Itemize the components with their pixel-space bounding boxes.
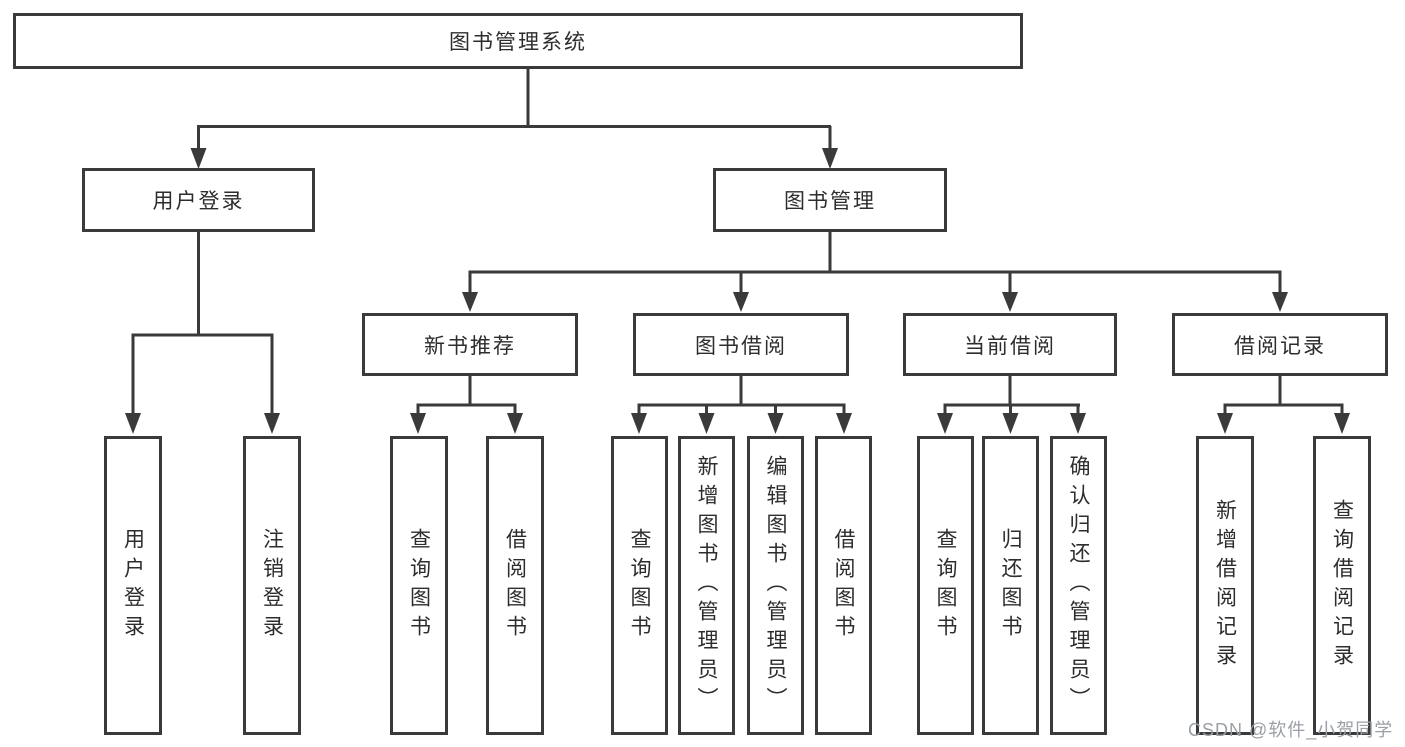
leaf-records-add: 新增借阅记录 <box>1196 436 1254 735</box>
node-label: 用户登录 <box>121 527 145 644</box>
node-label: 图书借阅 <box>695 334 787 358</box>
arrowhead <box>462 292 478 312</box>
node-current-borrow: 当前借阅 <box>903 313 1117 376</box>
arrowhead <box>1217 413 1233 434</box>
arrowhead <box>836 413 852 434</box>
node-label: 当前借阅 <box>964 334 1056 358</box>
arrowhead <box>631 413 647 434</box>
leaf-user-login: 用户登录 <box>104 436 162 735</box>
node-root-library-system: 图书管理系统 <box>13 13 1023 69</box>
node-user-login: 用户登录 <box>82 168 315 232</box>
arrowhead <box>937 413 953 434</box>
arrowhead <box>410 413 426 434</box>
node-label: 图书管理 <box>784 190 876 213</box>
leaf-borrow-borrow: 借阅图书 <box>815 436 872 735</box>
leaf-newbook-borrow: 借阅图书 <box>486 436 544 735</box>
node-label: 新增图书（管理员） <box>695 455 718 716</box>
arrowhead <box>1070 413 1086 434</box>
arrowhead <box>767 413 784 434</box>
node-label: 确认归还（管理员） <box>1067 455 1090 716</box>
arrowhead <box>507 413 523 434</box>
node-label: 归还图书 <box>999 527 1022 644</box>
arrowhead <box>190 148 207 169</box>
leaf-current-confirm-admin: 确认归还（管理员） <box>1050 436 1107 735</box>
leaf-newbook-query: 查询图书 <box>390 436 448 735</box>
leaf-current-return: 归还图书 <box>982 436 1039 735</box>
arrowhead <box>822 148 838 169</box>
node-book-management: 图书管理 <box>713 168 947 232</box>
node-new-book-recommend: 新书推荐 <box>362 313 578 376</box>
node-label: 编辑图书（管理员） <box>764 455 787 716</box>
node-label: 借阅图书 <box>503 527 527 644</box>
node-label: 查询图书 <box>934 527 957 644</box>
leaf-borrow-query: 查询图书 <box>611 436 668 735</box>
arrowhead <box>733 292 749 312</box>
node-label: 新增借阅记录 <box>1213 498 1237 673</box>
arrowhead <box>1334 413 1350 434</box>
leaf-logout: 注销登录 <box>243 436 301 735</box>
node-label: 查询借阅记录 <box>1330 498 1354 673</box>
leaf-borrow-add-admin: 新增图书（管理员） <box>678 436 735 735</box>
node-label: 新书推荐 <box>424 334 516 358</box>
leaf-records-query: 查询借阅记录 <box>1313 436 1371 735</box>
arrowhead <box>1002 413 1019 434</box>
node-label: 查询图书 <box>628 527 651 644</box>
arrowhead <box>1272 292 1288 312</box>
leaf-borrow-edit-admin: 编辑图书（管理员） <box>747 436 804 735</box>
csdn-watermark: CSDN @软件_小贺同学 <box>1188 720 1394 740</box>
arrowhead <box>264 413 280 434</box>
leaf-current-query: 查询图书 <box>917 436 974 735</box>
node-borrow-records: 借阅记录 <box>1172 313 1388 376</box>
node-book-borrow: 图书借阅 <box>633 313 849 376</box>
node-label: 查询图书 <box>407 527 431 644</box>
node-label: 注销登录 <box>260 527 284 644</box>
arrowhead <box>125 413 141 434</box>
node-label: 借阅图书 <box>832 527 855 644</box>
node-label: 借阅记录 <box>1234 334 1326 358</box>
arrowhead <box>1002 292 1018 312</box>
node-label: 用户登录 <box>152 190 245 213</box>
arrowhead <box>698 413 715 434</box>
node-label: 图书管理系统 <box>449 31 587 54</box>
